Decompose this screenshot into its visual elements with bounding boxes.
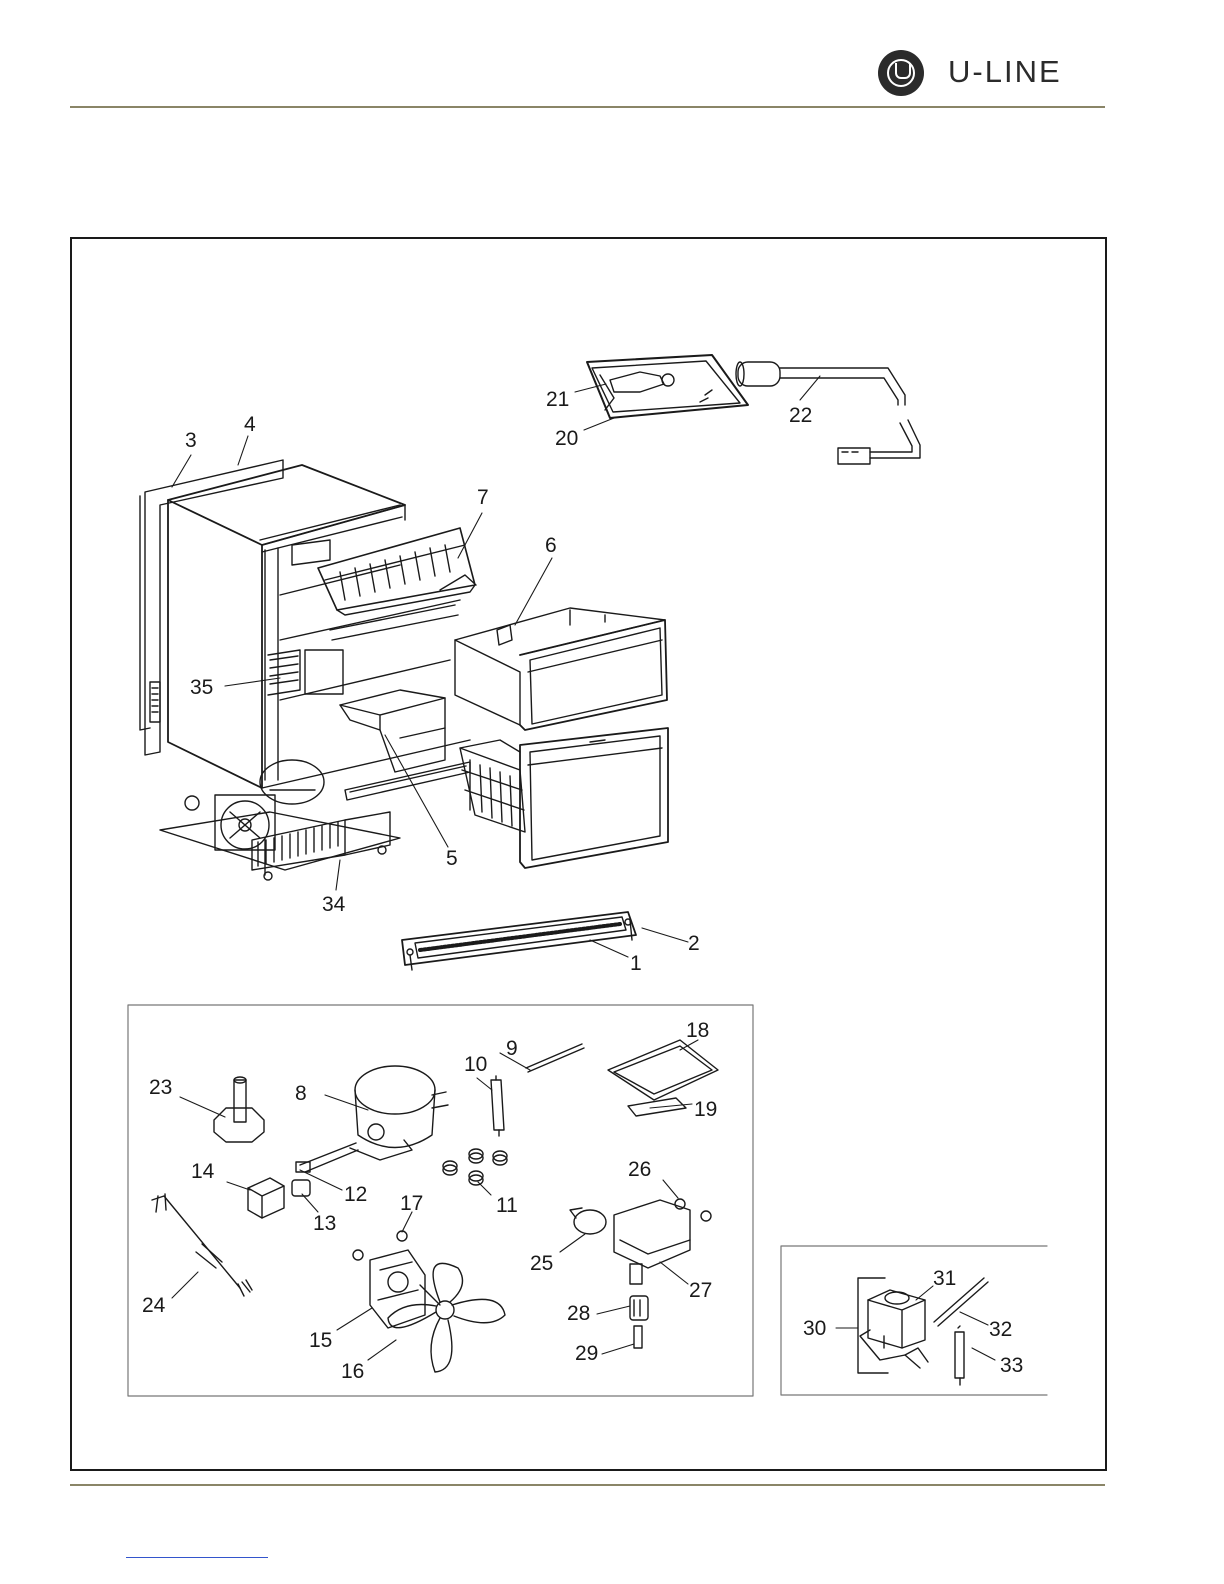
callout-34: 34 bbox=[322, 893, 346, 916]
callout-22: 22 bbox=[789, 404, 812, 427]
callout-1: 1 bbox=[630, 952, 642, 975]
callout-9: 9 bbox=[506, 1037, 518, 1060]
lower-drawer-illustration bbox=[520, 728, 668, 868]
callout-19: 19 bbox=[694, 1098, 717, 1121]
callout-10: 10 bbox=[464, 1053, 487, 1076]
callout-35: 35 bbox=[190, 676, 213, 699]
leveling-leg-illustration bbox=[214, 1077, 264, 1142]
callout-7: 7 bbox=[477, 486, 489, 509]
callout-13: 13 bbox=[313, 1212, 336, 1235]
grommets-illustration bbox=[443, 1149, 507, 1185]
callout-21: 21 bbox=[546, 388, 569, 411]
auger-pin-illustration bbox=[634, 1326, 642, 1348]
footer-rule bbox=[70, 1484, 1105, 1486]
light-housing-illustration bbox=[587, 355, 748, 418]
footer-link-underline[interactable] bbox=[126, 1557, 268, 1558]
callout-labels: 1 2 3 4 5 6 7 8 9 10 11 12 13 14 15 16 1… bbox=[142, 388, 1023, 1383]
callout-29: 29 bbox=[575, 1342, 598, 1365]
compressor-illustration bbox=[350, 1066, 448, 1160]
upper-drawer-illustration bbox=[455, 608, 667, 730]
base-grille-strip-illustration bbox=[345, 762, 470, 800]
callout-28: 28 bbox=[567, 1302, 590, 1325]
callout-11: 11 bbox=[496, 1194, 518, 1217]
callout-23: 23 bbox=[149, 1076, 172, 1099]
callout-20: 20 bbox=[555, 427, 578, 450]
callout-14: 14 bbox=[191, 1160, 215, 1183]
capillary-tube-illustration bbox=[526, 1044, 584, 1072]
cabinet-illustration bbox=[168, 465, 470, 788]
callout-32: 32 bbox=[989, 1318, 1012, 1341]
valve-strainer-illustration bbox=[955, 1326, 964, 1385]
callout-30: 30 bbox=[803, 1317, 826, 1340]
callout-12: 12 bbox=[344, 1183, 367, 1206]
callout-31: 31 bbox=[933, 1267, 956, 1290]
callout-26: 26 bbox=[628, 1158, 651, 1181]
callout-4: 4 bbox=[244, 413, 256, 436]
light-socket-harness-illustration bbox=[736, 362, 920, 464]
callout-15: 15 bbox=[309, 1329, 332, 1352]
auger-coupler-illustration bbox=[630, 1296, 648, 1320]
fan-motor-illustration bbox=[353, 1231, 440, 1328]
callout-27: 27 bbox=[689, 1279, 712, 1302]
compressor-relay-wire-illustration bbox=[296, 1143, 358, 1172]
callout-33: 33 bbox=[1000, 1354, 1023, 1377]
callout-5: 5 bbox=[446, 847, 458, 870]
power-cord-illustration bbox=[152, 1194, 252, 1296]
callout-8: 8 bbox=[295, 1082, 307, 1105]
callout-16: 16 bbox=[341, 1360, 364, 1383]
drawer-slides-illustration bbox=[260, 505, 458, 640]
water-valve-illustration bbox=[858, 1278, 928, 1373]
callout-17: 17 bbox=[400, 1192, 423, 1215]
machine-compartment-illustration bbox=[160, 760, 400, 880]
wire-basket-illustration bbox=[460, 740, 525, 832]
callout-3: 3 bbox=[185, 429, 197, 452]
callout-24: 24 bbox=[142, 1294, 166, 1317]
filter-drier-illustration bbox=[491, 1076, 504, 1136]
callout-18: 18 bbox=[686, 1019, 709, 1042]
ice-bin-illustration bbox=[340, 690, 445, 772]
leader-lines bbox=[172, 376, 995, 1360]
overload-protector-illustration bbox=[292, 1180, 310, 1196]
fan-blade-illustration bbox=[388, 1263, 505, 1372]
callout-6: 6 bbox=[545, 534, 557, 557]
callout-2: 2 bbox=[688, 932, 700, 955]
start-relay-illustration bbox=[248, 1178, 284, 1218]
front-grille-illustration bbox=[402, 912, 636, 970]
ice-maker-motor-assembly-illustration bbox=[570, 1199, 711, 1284]
callout-25: 25 bbox=[530, 1252, 553, 1275]
